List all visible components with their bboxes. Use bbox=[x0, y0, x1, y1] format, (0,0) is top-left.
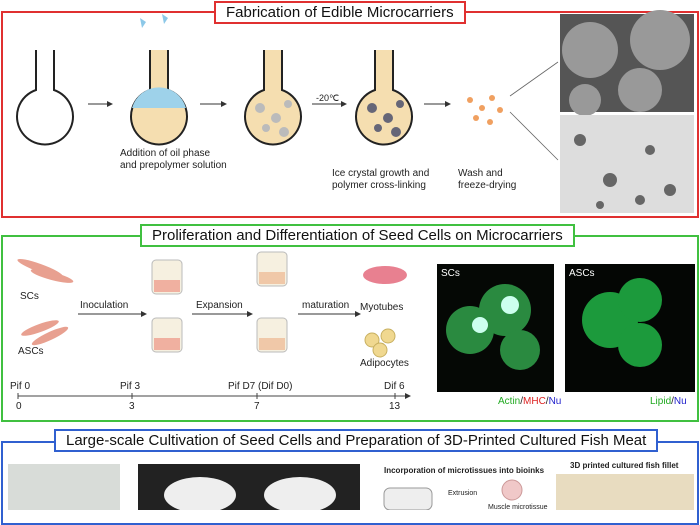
sc-image-label: SCs bbox=[441, 268, 460, 279]
adipocytes-label: Adipocytes bbox=[360, 358, 409, 369]
asc-cells-icon bbox=[21, 320, 69, 346]
timeline-tick: 7 bbox=[254, 401, 260, 412]
emulsion-flask-icon bbox=[244, 50, 302, 146]
asc-image-label: ASCs bbox=[569, 268, 595, 279]
myotubes-label: Myotubes bbox=[360, 302, 404, 313]
timeline-tick: 13 bbox=[389, 401, 401, 412]
inoculation-label: Inoculation bbox=[80, 300, 129, 311]
lipid-legend: Lipid bbox=[650, 396, 672, 407]
maturation-label: maturation bbox=[302, 300, 350, 311]
myotube-icon bbox=[363, 266, 407, 284]
adipocyte-icon bbox=[364, 328, 396, 358]
sc-label: SCs bbox=[20, 291, 39, 302]
spinner-flask-icons bbox=[151, 251, 288, 353]
actin-legend: Actin bbox=[498, 396, 521, 407]
frozen-flask-icon bbox=[355, 50, 413, 146]
timeline-tick: 0 bbox=[16, 401, 22, 412]
asc-stain-legend: Lipid/Nu bbox=[650, 396, 687, 408]
bioink-subtitle: Incorporation of microtissues into bioin… bbox=[384, 466, 545, 475]
proliferation-title: Proliferation and Differentiation of See… bbox=[140, 224, 575, 247]
empty-flask-icon bbox=[16, 50, 74, 146]
sc-cells-icon bbox=[17, 258, 74, 283]
muscle-microtissue-label: Muscle microtissue bbox=[488, 504, 548, 511]
proliferation-panel bbox=[1, 235, 699, 422]
timeline-label: Pif D7 (Dif D0) bbox=[228, 381, 293, 392]
microcarrier-particles-icon bbox=[467, 95, 503, 125]
legend-separator: / bbox=[545, 396, 549, 407]
muscle-microtissue-icon bbox=[501, 479, 523, 501]
cultivation-title: Large-scale Cultivation of Seed Cells an… bbox=[54, 429, 659, 452]
cultivation-panel bbox=[1, 441, 699, 525]
nu-legend: Nu bbox=[673, 396, 687, 407]
expansion-label: Expansion bbox=[196, 300, 243, 311]
oil-flask-icon bbox=[130, 50, 188, 146]
mhc-legend: MHC bbox=[523, 396, 546, 407]
pipette-icon bbox=[140, 14, 168, 28]
sc-stain-legend: Actin/MHC/Nu bbox=[498, 396, 561, 408]
freeze-drying-step-label: Wash and freeze-drying bbox=[458, 168, 517, 191]
timeline-label: Dif 6 bbox=[384, 381, 405, 392]
asc-label: ASCs bbox=[18, 346, 44, 357]
timeline-label: Pif 0 bbox=[10, 381, 31, 392]
extrusion-label: Extrusion bbox=[448, 490, 478, 497]
diagram-graphics bbox=[8, 10, 695, 510]
fillet-subtitle: 3D printed cultured fish fillet bbox=[570, 461, 679, 470]
temperature-label: -20℃ bbox=[316, 93, 340, 103]
fabrication-title: Fabrication of Edible Microcarriers bbox=[214, 1, 466, 24]
bioreactor-photo bbox=[8, 464, 120, 510]
legend-separator: / bbox=[520, 396, 524, 407]
timeline-axis bbox=[17, 393, 411, 399]
fish-fillet-photo bbox=[556, 474, 694, 510]
syringe-icon bbox=[383, 487, 433, 510]
timeline-label: Pif 3 bbox=[120, 381, 141, 392]
oil-phase-step-label: Addition of oil phase and prepolymer sol… bbox=[120, 148, 227, 171]
light-micrograph bbox=[560, 115, 694, 213]
nu-legend: Nu bbox=[548, 396, 562, 407]
legend-separator: / bbox=[671, 396, 674, 407]
ice-crystal-step-label: Ice crystal growth and polymer cross-lin… bbox=[332, 168, 430, 191]
timeline-tick: 3 bbox=[129, 401, 135, 412]
